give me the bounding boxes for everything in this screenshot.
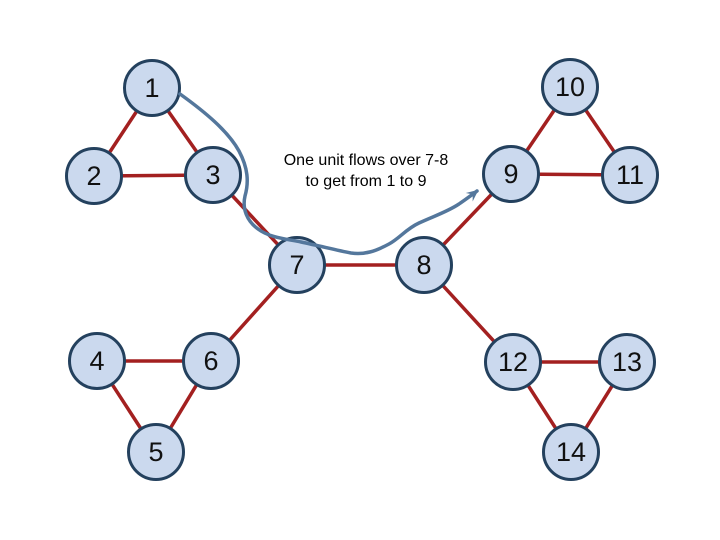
flow-annotation: One unit flows over 7-8 to get from 1 to… <box>252 150 480 192</box>
graph-node-6[interactable]: 6 <box>182 332 240 390</box>
graph-node-13[interactable]: 13 <box>598 333 656 391</box>
graph-node-11[interactable]: 11 <box>601 146 659 204</box>
flow-annotation-line1: One unit flows over 7-8 <box>283 152 449 169</box>
graph-node-12[interactable]: 12 <box>484 333 542 391</box>
flow-annotation-line2: to get from 1 to 9 <box>305 173 427 190</box>
graph-node-2[interactable]: 2 <box>65 147 123 205</box>
graph-node-5[interactable]: 5 <box>127 423 185 481</box>
graph-node-3[interactable]: 3 <box>184 146 242 204</box>
graph-node-4[interactable]: 4 <box>68 332 126 390</box>
graph-node-1[interactable]: 1 <box>123 59 181 117</box>
graph-node-10[interactable]: 10 <box>541 58 599 116</box>
graph-node-8[interactable]: 8 <box>395 236 453 294</box>
graph-node-7[interactable]: 7 <box>268 236 326 294</box>
graph-node-9[interactable]: 9 <box>482 145 540 203</box>
graph-node-14[interactable]: 14 <box>542 423 600 481</box>
